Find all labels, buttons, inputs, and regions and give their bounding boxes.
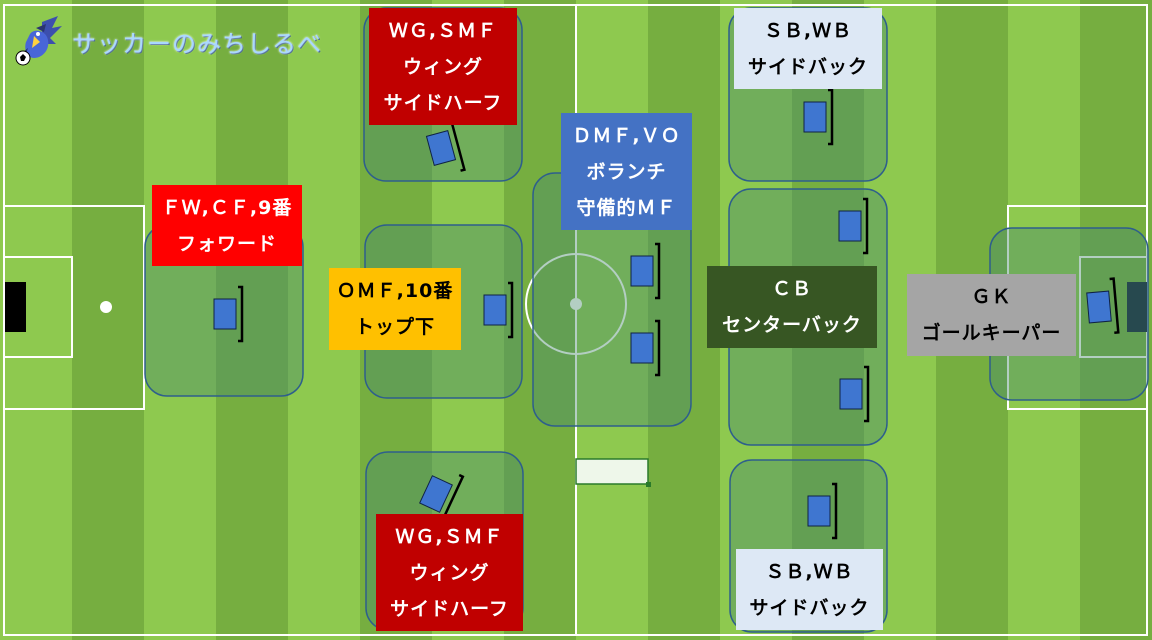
position-label-sb-bottom: ＳＢ,ＷＢ サイドバック — [736, 549, 883, 630]
position-label-omf: ＯＭＦ,10番 トップ下 — [329, 268, 461, 350]
player-card — [1086, 290, 1112, 324]
label-line: サイドバック — [749, 596, 870, 619]
facing-bracket — [1109, 277, 1120, 335]
label-line: ＷＧ,ＳＭＦ — [395, 525, 504, 548]
right-goal — [1127, 282, 1147, 332]
position-label-fw: ＦＷ,ＣＦ,9番 フォワード — [152, 185, 302, 266]
label-line: ウィング — [409, 561, 490, 584]
bird-mascot-with-soccer-ball-icon — [15, 16, 62, 66]
player-markers — [213, 88, 1120, 540]
substitution-box-corner — [646, 482, 651, 487]
player-card — [803, 101, 827, 133]
facing-bracket — [828, 88, 834, 146]
facing-bracket — [655, 319, 661, 377]
facing-bracket — [864, 365, 870, 423]
facing-bracket — [238, 285, 244, 343]
player-card — [807, 495, 831, 527]
player-marker — [630, 319, 661, 377]
label-line: サイドハーフ — [390, 597, 509, 620]
label-line: ウィング — [402, 55, 483, 78]
center-circle — [525, 253, 627, 355]
player-card — [425, 130, 457, 166]
position-label-wg-bottom: ＷＧ,ＳＭＦ ウィング サイドハーフ — [376, 514, 523, 631]
label-line: ＧＫ — [971, 286, 1012, 308]
player-marker — [1086, 277, 1120, 335]
left-penalty-spot — [100, 301, 112, 313]
position-label-cb: ＣＢ センターバック — [707, 266, 877, 348]
position-label-dmf: ＤＭＦ,ＶＯ ボランチ 守備的ＭＦ — [561, 113, 692, 230]
position-label-wg-top: ＷＧ,ＳＭＦ ウィング サイドハーフ — [369, 8, 517, 125]
player-card — [630, 332, 654, 364]
label-line: サイドハーフ — [383, 91, 503, 114]
site-logo[interactable]: サッカーのみちしるべ — [12, 14, 322, 68]
label-line: ボランチ — [586, 160, 667, 183]
player-card — [419, 475, 453, 513]
player-card — [213, 298, 237, 330]
player-marker — [839, 365, 870, 423]
grass-stripe — [576, 0, 648, 640]
left-goal — [5, 282, 26, 332]
label-line: ゴールキーパー — [921, 322, 1062, 344]
label-line: センターバック — [722, 314, 862, 336]
facing-bracket — [508, 281, 514, 339]
player-marker — [807, 482, 838, 540]
label-line: トップ下 — [354, 316, 435, 338]
player-marker — [803, 88, 834, 146]
label-line: ＤＭＦ,ＶＯ — [572, 124, 681, 147]
left-goal-area — [3, 256, 73, 358]
label-line: ＯＭＦ,10番 — [336, 280, 454, 302]
label-line: ＦＷ,ＣＦ,9番 — [161, 196, 293, 219]
player-marker — [630, 242, 661, 300]
player-card — [630, 255, 654, 287]
grass-stripe — [72, 0, 144, 640]
player-marker — [213, 285, 244, 343]
label-line: ＳＢ,ＷＢ — [765, 560, 854, 583]
player-card — [483, 294, 507, 326]
label-line: ＷＧ,ＳＭＦ — [388, 19, 498, 42]
player-marker — [838, 197, 869, 255]
facing-bracket — [863, 197, 869, 255]
label-line: フォワード — [176, 232, 277, 255]
facing-bracket — [655, 242, 661, 300]
facing-bracket — [832, 482, 838, 540]
label-line: ＣＢ — [771, 278, 812, 300]
center-spot — [570, 298, 582, 310]
grass-stripe — [144, 0, 216, 640]
position-label-sb-top: ＳＢ,ＷＢ サイドバック — [734, 8, 882, 89]
player-card — [838, 210, 862, 242]
label-line: サイドバック — [747, 55, 868, 78]
player-marker — [483, 281, 514, 339]
substitution-box — [575, 458, 649, 485]
site-title: サッカーのみちしるべ — [72, 29, 322, 58]
player-card — [839, 378, 863, 410]
label-line: 守備的ＭＦ — [576, 196, 677, 219]
label-line: ＳＢ,ＷＢ — [763, 19, 853, 42]
position-label-gk: ＧＫ ゴールキーパー — [907, 274, 1076, 356]
